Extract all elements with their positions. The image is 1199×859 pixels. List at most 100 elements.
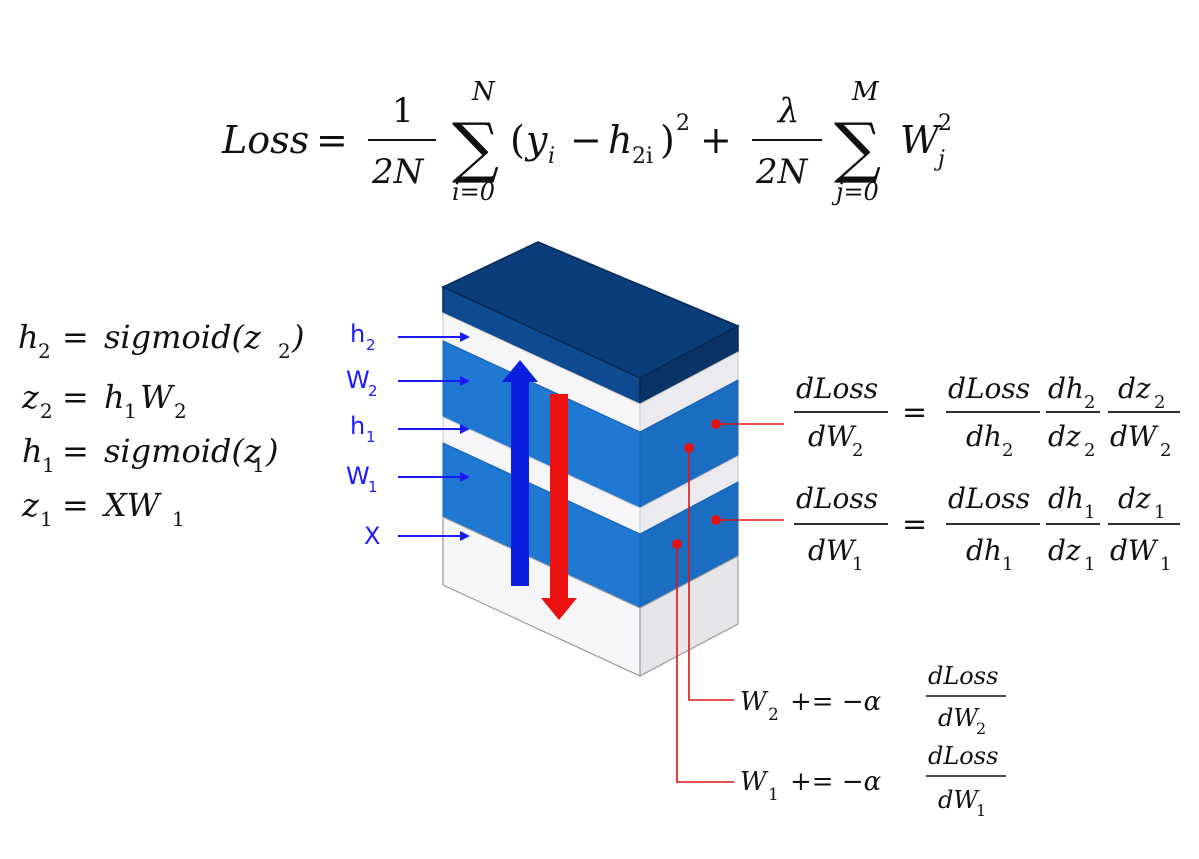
fwd-eq-h2-lhs-sub: 2	[38, 339, 51, 363]
grad-w2-f3-num-sub: 2	[1154, 392, 1165, 413]
update-w2-op: += −α	[790, 687, 882, 717]
layer-label-h1: h	[350, 412, 365, 440]
fwd-eq-z2-lhs-sub: 2	[40, 399, 53, 423]
fwd-eq-h1-rhs: sigmoid(z	[104, 432, 262, 470]
loss-frac2-num: λ	[776, 91, 800, 131]
layer-label-w1-pointer-head	[460, 472, 470, 482]
layer-label-h2-sub: 2	[366, 336, 376, 354]
loss-term1-y: y	[524, 118, 548, 162]
grad-w2-lhs-den-sub: 2	[852, 440, 863, 461]
loss-frac2-den: 2N	[755, 152, 809, 192]
update-w2-den: dW	[938, 704, 980, 732]
layer-label-w2-pointer-head	[460, 376, 470, 386]
grad-w2-f1-den: dh	[966, 420, 1002, 453]
loss-sum2-upper: M	[851, 77, 880, 107]
grad-w2-lhs-den: dW	[808, 420, 857, 453]
layer-label-h1-pointer-head	[460, 424, 470, 434]
loss-term1-h: h	[608, 118, 632, 162]
grad-w2-f2-num: dh	[1048, 372, 1084, 405]
grad-w1-f3-den: dW	[1110, 534, 1159, 567]
loss-term1-y-sub: i	[548, 144, 555, 169]
grad-w1-lhs-den: dW	[808, 534, 857, 567]
fwd-eq-h2-rhs: sigmoid(z	[104, 318, 262, 356]
layer-label-w1: W	[346, 462, 370, 490]
fwd-eq-z1-equals: =	[62, 486, 89, 524]
fwd-eq-z1-rhs: XW	[101, 486, 163, 524]
fwd-eq-z2-rhs-end: W	[140, 378, 176, 416]
update-w2-w: W	[740, 687, 769, 717]
loss-term1-h-sub: 2i	[632, 144, 653, 169]
layer-label-w2-sub: 2	[368, 382, 378, 400]
connector-line-w1-update	[676, 544, 734, 783]
fwd-eq-z2-rhs-sub: 1	[124, 399, 137, 423]
grad-w1-f2-num: dh	[1048, 482, 1084, 515]
loss-plus: +	[700, 118, 732, 162]
fwd-eq-h1-rhs-sub: 1	[252, 453, 265, 477]
loss-paren-open: (	[510, 118, 525, 162]
loss-sum2-lower: j=0	[831, 178, 879, 206]
grad-w1-lhs-num: dLoss	[796, 482, 878, 515]
grad-w1-lhs-den-sub: 1	[852, 554, 863, 575]
update-rule-w2: W 2 += −α dLoss dW 2	[740, 662, 1006, 738]
fwd-eq-h2-lhs: h	[18, 318, 39, 356]
fwd-eq-z1-rhs-sub: 1	[172, 507, 185, 531]
fwd-eq-h1-lhs: h	[22, 432, 43, 470]
grad-w2-f2-den-sub: 2	[1084, 440, 1095, 461]
layer-label-w2: W	[346, 366, 370, 394]
loss-sum1-upper: N	[471, 77, 496, 107]
loss-sum1-lower: i=0	[452, 178, 495, 206]
layer-stack	[441, 241, 740, 677]
grad-w1-f3-num: dz	[1118, 482, 1151, 515]
layer-label-h2-pointer-head	[460, 332, 470, 342]
fwd-eq-h1-lhs-sub: 1	[42, 453, 55, 477]
fwd-eq-h2-rhs-sub: 2	[278, 339, 291, 363]
gradient-connectors	[672, 419, 784, 783]
grad-w1-f3-num-sub: 1	[1154, 502, 1165, 523]
forward-equations: h 2 = sigmoid(z 2 ) z 2 = h 1 W 2 h 1 = …	[18, 318, 304, 531]
connector-line-w2-update	[688, 448, 734, 701]
forward-arrow-shaft	[511, 380, 529, 586]
grad-w1-f1-den: dh	[966, 534, 1002, 567]
update-w1-op: += −α	[790, 767, 882, 797]
update-w1-num: dLoss	[928, 742, 998, 770]
fwd-eq-h1-rhs-end: )	[265, 432, 278, 470]
grad-w1-f2-den: dz	[1048, 534, 1081, 567]
loss-lhs: Loss	[221, 118, 309, 162]
grad-w1-equals: =	[902, 507, 927, 542]
loss-term2-w: W	[900, 118, 942, 162]
update-w1-w: W	[740, 767, 769, 797]
layer-label-h1-sub: 1	[366, 428, 376, 446]
update-w2-num: dLoss	[928, 662, 998, 690]
backward-arrow-shaft	[550, 394, 568, 600]
loss-minus: −	[570, 118, 602, 162]
fwd-eq-z1-lhs-sub: 1	[40, 507, 53, 531]
grad-w1-f1-den-sub: 1	[1002, 554, 1013, 575]
fwd-eq-z2-lhs: z	[21, 378, 40, 416]
grad-w2-f3-num: dz	[1118, 372, 1151, 405]
update-w2-w-sub: 2	[768, 705, 779, 725]
gradient-equation-w2: dLoss dW 2 = dLoss dh 2 dh 2 dz 2 dz 2 d…	[794, 372, 1180, 461]
layer-labels: h 2 W 2 h 1 W 1 X	[346, 320, 470, 550]
grad-w2-f3-den: dW	[1110, 420, 1159, 453]
fwd-eq-z1-lhs: z	[21, 486, 40, 524]
loss-frac1-num: 1	[392, 91, 414, 131]
update-w2-den-sub: 2	[976, 719, 986, 738]
grad-w2-lhs-num: dLoss	[796, 372, 878, 405]
loss-frac1-den: 2N	[371, 152, 425, 192]
loss-equals: =	[316, 118, 348, 162]
fwd-eq-z2-equals: =	[62, 378, 89, 416]
loss-equation: Loss = 1 2N N ∑ i=0 ( y i − h 2i ) 2 + λ…	[221, 77, 952, 206]
grad-w2-f2-num-sub: 2	[1084, 392, 1095, 413]
fwd-eq-h2-rhs-end: )	[291, 318, 304, 356]
grad-w1-f1-num: dLoss	[948, 482, 1030, 515]
loss-sum1-sigma: ∑	[452, 109, 499, 186]
grad-w1-f2-den-sub: 1	[1084, 554, 1095, 575]
gradient-equation-w1: dLoss dW 1 = dLoss dh 1 dh 1 dz 1 dz 1 d…	[794, 482, 1180, 575]
forward-arrow-head	[502, 360, 538, 382]
update-w1-den-sub: 1	[976, 801, 986, 820]
layer-label-x: X	[364, 522, 380, 550]
grad-w2-f3-den-sub: 2	[1160, 440, 1171, 461]
backward-arrow-head	[541, 598, 577, 620]
layer-label-w1-sub: 1	[368, 478, 378, 496]
